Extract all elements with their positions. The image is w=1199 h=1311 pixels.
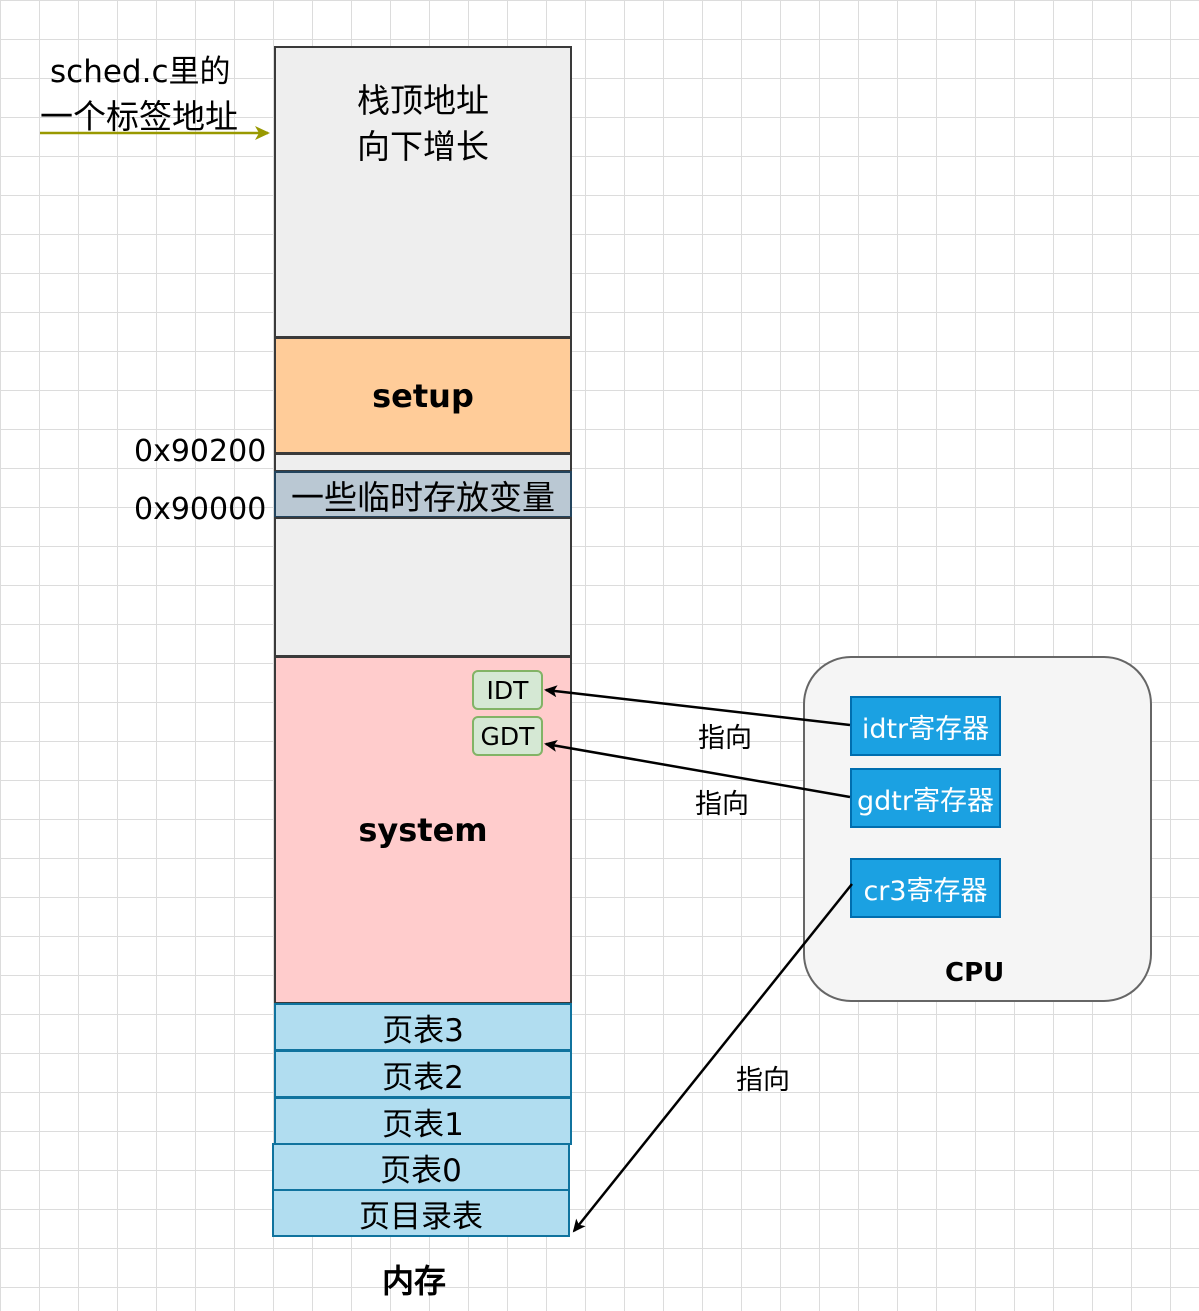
system-block: system xyxy=(274,656,572,1004)
address-0x90000: 0x90000 xyxy=(134,492,267,527)
free-region xyxy=(274,517,572,657)
idtr-arrow-label: 指向 xyxy=(698,723,752,754)
page-directory: 页目录表 xyxy=(272,1189,570,1237)
sched-label-line1: sched.c里的 xyxy=(50,54,231,90)
temp-vars-label: 一些临时存放变量 xyxy=(291,477,555,517)
idtr-label: idtr寄存器 xyxy=(861,713,990,745)
page-table-1: 页表1 xyxy=(274,1097,572,1145)
sched-label-line2: 一个标签地址 xyxy=(40,97,238,136)
address-0x90200: 0x90200 xyxy=(134,434,267,469)
cr3-label: cr3寄存器 xyxy=(863,875,988,907)
gdtr-to-gdt-arrow xyxy=(544,739,851,799)
page-table-1-label: 页表1 xyxy=(382,1106,464,1143)
idtr-to-idt-arrow xyxy=(544,685,851,727)
gdt-tag: GDT xyxy=(472,716,543,756)
stack-top-line1: 栈顶地址 xyxy=(357,81,489,120)
page-directory-label: 页目录表 xyxy=(359,1198,483,1235)
cpu-title: CPU xyxy=(945,958,1005,988)
gdtr-label: gdtr寄存器 xyxy=(857,785,994,817)
stack-top-text: 栈顶地址 向下增长 xyxy=(357,78,489,170)
gdtr-arrow-label: 指向 xyxy=(695,789,749,820)
page-table-0-label: 页表0 xyxy=(380,1152,462,1189)
stack-top-line2: 向下增长 xyxy=(357,127,489,166)
system-label: system xyxy=(358,811,488,849)
cr3-register: cr3寄存器 xyxy=(850,858,1001,918)
page-table-2: 页表2 xyxy=(274,1050,572,1098)
memory-title: 内存 xyxy=(382,1262,447,1300)
idt-tag: IDT xyxy=(472,670,543,710)
idt-label: IDT xyxy=(486,675,529,705)
page-table-2-label: 页表2 xyxy=(382,1059,464,1096)
setup-label: setup xyxy=(372,376,474,415)
setup-block: setup xyxy=(274,337,572,454)
cr3-arrow-label: 指向 xyxy=(736,1065,790,1096)
gdtr-register: gdtr寄存器 xyxy=(850,768,1001,828)
page-table-3-label: 页表3 xyxy=(382,1012,464,1049)
stack-region: 栈顶地址 向下增长 xyxy=(274,46,572,338)
idtr-register: idtr寄存器 xyxy=(850,696,1001,756)
page-table-3: 页表3 xyxy=(274,1003,572,1051)
gdt-label: GDT xyxy=(480,721,535,751)
cr3-to-pagedir-arrow xyxy=(572,883,853,1233)
